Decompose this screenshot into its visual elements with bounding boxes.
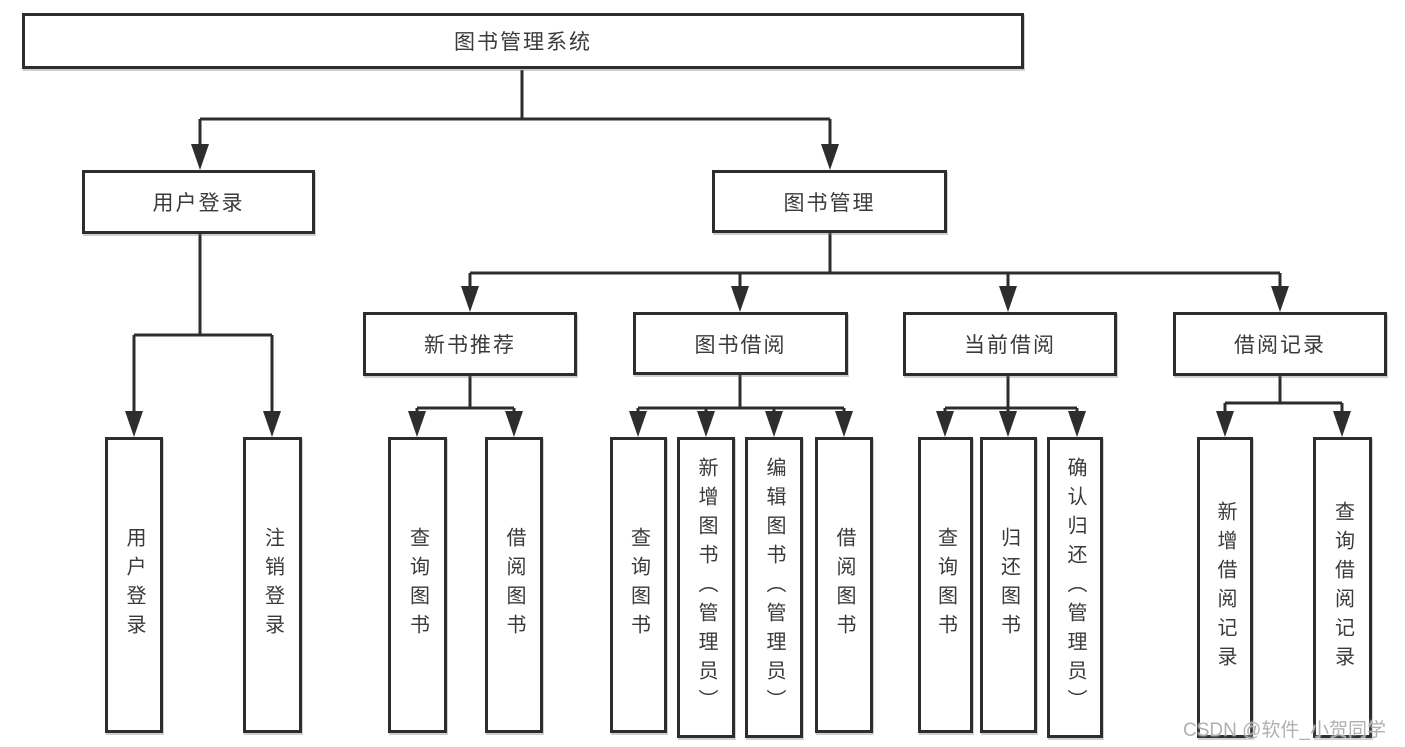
- node-book-management: 图书管理: [712, 170, 947, 233]
- node-label: 归还图书: [997, 527, 1020, 643]
- node-label: 图书管理: [783, 191, 876, 215]
- leaf-add-books-admin: 新增图书（管理员）: [677, 437, 735, 738]
- arrow-icon: [1068, 411, 1086, 437]
- arrow-icon: [1271, 286, 1289, 312]
- arrow-icon: [191, 144, 209, 170]
- arrow-icon: [263, 411, 281, 437]
- arrow-icon: [1216, 411, 1234, 437]
- leaf-query-borrow-record: 查询借阅记录: [1313, 437, 1372, 738]
- arrow-icon: [125, 411, 143, 437]
- arrow-icon: [936, 411, 954, 437]
- leaf-query-books-recommend: 查询图书: [388, 437, 447, 733]
- arrow-icon: [461, 286, 479, 312]
- node-label: 查询图书: [627, 527, 650, 643]
- node-borrowing-records: 借阅记录: [1173, 312, 1387, 376]
- leaf-user-login: 用户登录: [105, 437, 163, 733]
- node-current-borrowing: 当前借阅: [903, 312, 1117, 376]
- node-new-book-recommend: 新书推荐: [363, 312, 577, 376]
- node-label: 编辑图书（管理员）: [763, 457, 785, 718]
- node-label: 借阅图书: [833, 527, 855, 643]
- arrow-icon: [835, 411, 853, 437]
- arrow-icon: [1333, 411, 1351, 437]
- node-label: 用户登录: [152, 192, 245, 215]
- leaf-borrow-books-recommend: 借阅图书: [485, 437, 543, 733]
- node-label: 新书推荐: [424, 334, 516, 357]
- node-label: 借阅记录: [1234, 334, 1326, 357]
- node-label: 查询图书: [406, 527, 429, 643]
- node-label: 用户登录: [123, 527, 145, 643]
- arrow-icon: [731, 286, 749, 312]
- leaf-query-books-current: 查询图书: [918, 437, 973, 733]
- arrow-icon: [765, 411, 783, 437]
- node-label: 查询借阅记录: [1331, 500, 1354, 675]
- leaf-add-borrow-record: 新增借阅记录: [1197, 437, 1253, 738]
- arrow-icon: [999, 411, 1017, 437]
- watermark: CSDN @软件_小贺同学: [1183, 720, 1386, 741]
- arrow-icon: [408, 411, 426, 437]
- node-label: 查询图书: [934, 527, 957, 643]
- node-label: 当前借阅: [964, 334, 1056, 357]
- node-label: 新增图书（管理员）: [695, 457, 717, 718]
- node-label: 图书管理系统: [454, 31, 592, 54]
- leaf-confirm-return-admin: 确认归还（管理员）: [1047, 437, 1103, 738]
- node-label: 新增借阅记录: [1214, 500, 1236, 675]
- arrow-icon: [999, 286, 1017, 312]
- leaf-return-books: 归还图书: [980, 437, 1037, 733]
- leaf-borrow-books: 借阅图书: [815, 437, 873, 733]
- node-label: 借阅图书: [503, 527, 525, 643]
- arrow-icon: [697, 411, 715, 437]
- node-user-login: 用户登录: [82, 170, 315, 234]
- leaf-query-books-borrow: 查询图书: [610, 437, 667, 733]
- node-book-borrowing: 图书借阅: [633, 312, 848, 375]
- node-library-system: 图书管理系统: [22, 13, 1024, 69]
- leaf-logout: 注销登录: [243, 437, 302, 733]
- node-label: 确认归还（管理员）: [1064, 457, 1086, 718]
- arrowheads: [125, 144, 1351, 437]
- arrow-icon: [821, 144, 839, 170]
- node-label: 图书借阅: [694, 333, 787, 357]
- node-label: 注销登录: [261, 527, 284, 643]
- arrow-icon: [629, 411, 647, 437]
- arrow-icon: [505, 411, 523, 437]
- leaf-edit-books-admin: 编辑图书（管理员）: [745, 437, 803, 738]
